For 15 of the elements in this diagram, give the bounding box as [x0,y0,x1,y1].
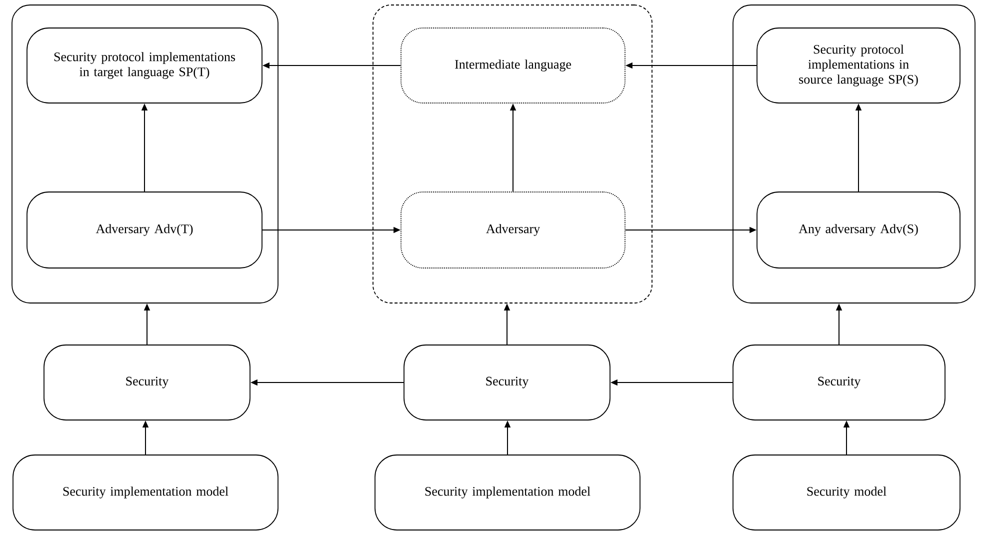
process-box: Security [404,344,610,420]
process-box: Security implementation model [374,454,640,530]
process-box: Security model [732,454,960,530]
process-box: Adversary Adv(T) [26,192,262,268]
process-box: Security [44,344,250,420]
process-box: Security [732,344,946,420]
process-box: Security protocol implementations in target language SP(T) [26,28,262,104]
process-box: Security protocol implementations in source language SP(S) [756,28,960,104]
container-box [732,4,976,304]
process-box: Intermediate language [400,28,626,104]
process-box: Security implementation model [12,454,278,530]
container-box [12,4,278,304]
process-box: Adversary [400,192,626,268]
process-box: Any adversary Adv(S) [756,192,960,268]
container-box [372,4,652,304]
